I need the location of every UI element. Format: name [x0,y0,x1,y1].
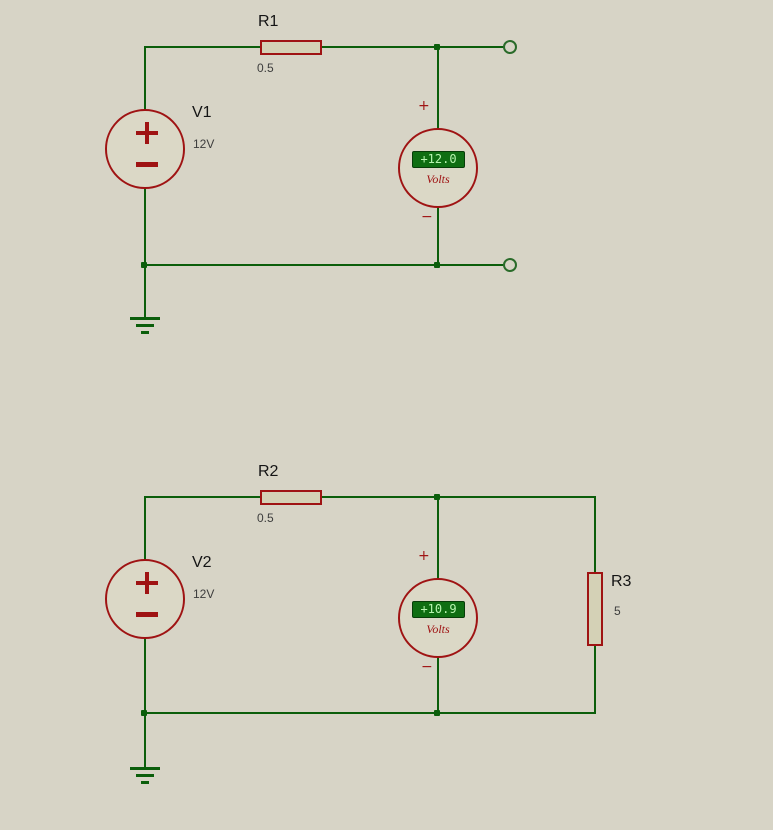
voltage-source-v1[interactable] [105,109,185,189]
voltmeter-minus-mark: − [421,209,433,225]
output-terminal-top[interactable] [503,40,517,54]
junction-dot [434,710,440,716]
minus-symbol [136,612,158,617]
ground-bar [130,317,160,320]
ground-bar [141,331,149,334]
wire-bottom[interactable] [145,712,596,714]
junction-dot [434,44,440,50]
resistor-r1-body[interactable] [260,40,322,55]
source-v1-value: 12V [193,137,215,151]
output-terminal-bottom[interactable] [503,258,517,272]
source-v2-ref: V2 [192,554,212,571]
wire-meter-bottom[interactable] [437,656,439,714]
voltmeter-plus-mark: + [418,98,430,114]
voltmeter-plus-mark: + [418,548,430,564]
wire-source-top[interactable] [144,46,146,110]
voltmeter-minus-mark: − [421,659,433,675]
wire-bottom[interactable] [145,264,504,266]
wire-source-ground[interactable] [144,637,146,768]
plus-symbol [145,122,149,144]
ground-bar [136,324,154,327]
resistor-r2-ref: R2 [258,463,279,480]
voltage-source-v2[interactable] [105,559,185,639]
junction-dot [434,494,440,500]
junction-dot [434,262,440,268]
voltmeter-1-display: +12.0 [412,151,465,168]
wire-meter-top[interactable] [437,46,439,129]
voltmeter-2-display: +10.9 [412,601,465,618]
voltmeter-2-unit: Volts [426,622,450,636]
resistor-r3-value: 5 [614,604,621,618]
voltmeter-1[interactable] [398,128,478,208]
wire-top[interactable] [145,46,504,48]
ground-bar [141,781,149,784]
voltmeter-2[interactable] [398,578,478,658]
wire-meter-bottom[interactable] [437,206,439,266]
resistor-r1-ref: R1 [258,13,279,30]
junction-dot [141,710,147,716]
resistor-r3-ref: R3 [611,573,632,590]
wire-source-ground[interactable] [144,187,146,318]
plus-symbol [145,572,149,594]
junction-dot [141,262,147,268]
voltmeter-1-unit: Volts [426,172,450,186]
minus-symbol [136,162,158,167]
resistor-r3-body[interactable] [587,572,603,646]
ground-bar [130,767,160,770]
resistor-r2-value: 0.5 [257,511,274,525]
resistor-r2-body[interactable] [260,490,322,505]
resistor-r1-value: 0.5 [257,61,274,75]
source-v1-ref: V1 [192,104,212,121]
ground-bar [136,774,154,777]
wire-top[interactable] [145,496,596,498]
source-v2-value: 12V [193,587,215,601]
wire-source-top[interactable] [144,496,146,560]
wire-meter-top[interactable] [437,496,439,579]
